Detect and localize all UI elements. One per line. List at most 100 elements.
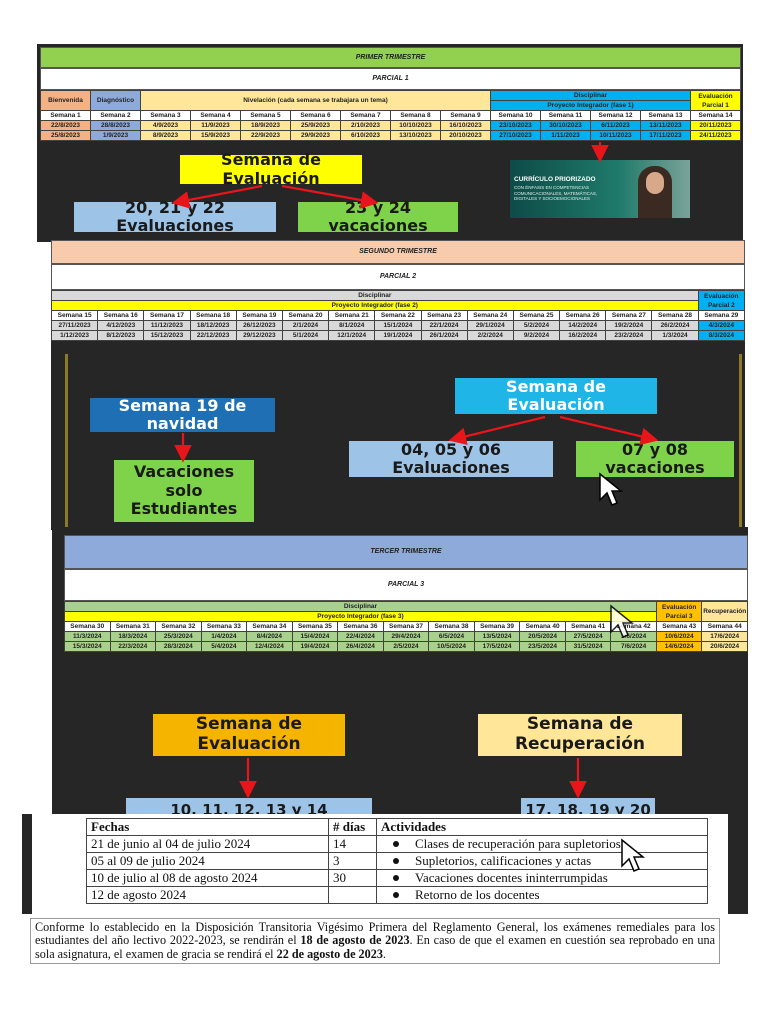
actividad-cell: Clases de recuperación para supletorios: [376, 835, 708, 853]
t3-end-date-cell: 2/5/2024: [382, 641, 430, 652]
t2-week-label: Semana 29: [697, 310, 745, 321]
t2-start-date-cell: 18/12/2023: [189, 320, 237, 331]
t1-end-date-cell: 27/10/2023: [490, 130, 541, 141]
t1-week-label: Semana 4: [190, 110, 241, 121]
t1-week-label: Semana 10: [490, 110, 541, 121]
curriculo-priorizado-thumbnail: CURRÍCULO PRIORIZADO CON ÉNFASIS EN COMP…: [510, 160, 690, 218]
t1-end-date-cell: 6/10/2023: [340, 130, 391, 141]
t2-week-label: Semana 23: [420, 310, 468, 321]
t1-start-date-cell: 6/11/2023: [590, 120, 641, 131]
t1-week-label: Semana 3: [140, 110, 191, 121]
thumb-subtitle: CON ÉNFASIS EN COMPETENCIAS COMUNICACION…: [514, 185, 598, 201]
t1-bienvenida: Bienvenida: [40, 90, 91, 111]
t3-parcial-bar: PARCIAL 3: [64, 569, 748, 601]
t1-start-date-cell: 16/10/2023: [440, 120, 491, 131]
t1-end-date-cell: 15/9/2023: [190, 130, 241, 141]
fecha-cell: 10 de julio al 08 de agosto 2024: [86, 869, 329, 887]
t3-start-date-cell: 6/5/2024: [428, 631, 475, 642]
t3-end-date-cell: 14/6/2024: [655, 641, 703, 652]
fechas-header-fechas: Fechas: [86, 818, 329, 836]
t1-disciplinar: Disciplinar: [490, 90, 691, 101]
t2-end-date-cell: 29/12/2023: [235, 330, 283, 341]
t3-end-date-cell: 20/6/2024: [701, 641, 748, 652]
t1-end-date-cell: 29/9/2023: [290, 130, 341, 141]
t2-end-date-cell: 19/1/2024: [374, 330, 422, 341]
t1-callout-eval: Semana de Evaluación: [180, 150, 362, 187]
t2-week-label: Semana 26: [559, 310, 607, 321]
t3-week-label: Semana 34: [246, 621, 293, 632]
t1-start-date-cell: 2/10/2023: [340, 120, 391, 131]
t3-end-date-cell: 17/5/2024: [473, 641, 521, 652]
t3-start-date-cell: 11/3/2024: [64, 631, 111, 642]
t2-week-label: Semana 28: [651, 310, 699, 321]
t1-week-label: Semana 8: [390, 110, 441, 121]
mouse-pointer-icon: [599, 472, 624, 506]
bottom-left-dark-edge: [22, 814, 32, 914]
t1-week-label: Semana 1: [40, 110, 91, 121]
t1-end-date-cell: 20/10/2023: [440, 130, 491, 141]
t2-week-label: Semana 17: [143, 310, 191, 321]
panel-primer-trimestre: PRIMER TRIMESTRE PARCIAL 1 Bienvenida Di…: [37, 44, 743, 242]
t2-proyecto: Proyecto Integrador (fase 2): [51, 300, 699, 311]
t1-start-date-cell: 20/11/2023: [690, 120, 741, 131]
t3-end-date-cell: 15/3/2024: [64, 641, 111, 652]
table-row: 10 de julio al 08 de agosto 2024 30 Vaca…: [86, 869, 708, 887]
dias-cell: 3: [328, 852, 377, 870]
t2-end-date-cell: 22/12/2023: [189, 330, 237, 341]
t3-week-label: Semana 44: [701, 621, 748, 632]
t1-start-date-cell: 4/9/2023: [140, 120, 191, 131]
t3-callout-eval: Semana de Evaluación: [153, 714, 345, 756]
t3-end-date-cell: 31/5/2024: [564, 641, 612, 652]
t1-week-label: Semana 14: [690, 110, 741, 121]
t1-week-label: Semana 12: [590, 110, 641, 121]
t2-week-label: Semana 15: [51, 310, 99, 321]
t3-end-date-cell: 22/3/2024: [109, 641, 157, 652]
t3-callout-recuperacion: Semana de Recuperación: [478, 714, 682, 756]
reglamento-note: Conforme lo establecido en la Disposició…: [30, 918, 720, 964]
t2-end-date-cell: 12/1/2024: [328, 330, 376, 341]
t1-start-date-cell: 18/9/2023: [240, 120, 291, 131]
t2-end-date-cell: 26/1/2024: [420, 330, 468, 341]
actividad-text: Vacaciones docentes ininterrumpidas: [415, 870, 608, 885]
t3-end-date-cell: 12/4/2024: [246, 641, 293, 652]
t2-callout-eval: Semana de Evaluación: [455, 377, 657, 414]
t2-start-date-cell: 8/1/2024: [328, 320, 376, 331]
t2-week-label: Semana 27: [605, 310, 653, 321]
t2-title-bar: SEGUNDO TRIMESTRE: [51, 240, 745, 264]
actividad-text: Supletorios, calificaciones y actas: [415, 853, 592, 868]
t1-evaluacion: Evaluación Parcial 1: [690, 90, 741, 111]
t1-week-label: Semana 7: [340, 110, 391, 121]
t1-end-date-cell: 1/11/2023: [540, 130, 591, 141]
t2-week-label: Semana 25: [512, 310, 561, 321]
fechas-table: Fechas # días Actividades 21 de junio al…: [86, 818, 708, 904]
t2-week-label: Semana 22: [374, 310, 422, 321]
t1-parcial-bar: PARCIAL 1: [40, 68, 741, 90]
t3-start-date-cell: 18/3/2024: [109, 631, 157, 642]
bullet-icon: [393, 841, 399, 847]
t1-end-date-cell: 10/11/2023: [590, 130, 641, 141]
t2-week-label: Semana 21: [328, 310, 376, 321]
t2-start-date-cell: 29/1/2024: [466, 320, 514, 331]
t2-start-date-cell: 14/2/2024: [559, 320, 607, 331]
mouse-pointer-icon: [621, 838, 646, 872]
fechas-header-dias: # días: [328, 818, 377, 836]
t2-end-date-cell: 8/12/2023: [97, 330, 145, 341]
t3-recuperacion: Recuperación: [701, 601, 748, 622]
fecha-cell: 05 al 09 de julio 2024: [86, 852, 329, 870]
thumb-title: CURRÍCULO PRIORIZADO: [514, 176, 596, 183]
actividad-text: Retorno de los docentes: [415, 887, 540, 902]
t3-week-label: Semana 33: [200, 621, 248, 632]
t3-start-date-cell: 20/5/2024: [519, 631, 566, 642]
t1-callout-vacaciones: 23 y 24 vacaciones: [298, 198, 458, 235]
t2-week-label: Semana 18: [189, 310, 237, 321]
actividad-text: Clases de recuperación para supletorios: [415, 836, 621, 851]
t2-callout-evaluaciones: 04, 05 y 06 Evaluaciones: [349, 440, 553, 477]
t1-week-label: Semana 6: [290, 110, 341, 121]
t2-week-label: Semana 20: [281, 310, 330, 321]
t3-week-label: Semana 41: [564, 621, 612, 632]
t3-week-label: Semana 30: [64, 621, 111, 632]
t2-end-date-cell: 9/2/2024: [512, 330, 561, 341]
actividad-cell: Vacaciones docentes ininterrumpidas: [376, 869, 708, 887]
t1-end-date-cell: 1/9/2023: [90, 130, 141, 141]
thumb-person-face: [646, 172, 664, 194]
